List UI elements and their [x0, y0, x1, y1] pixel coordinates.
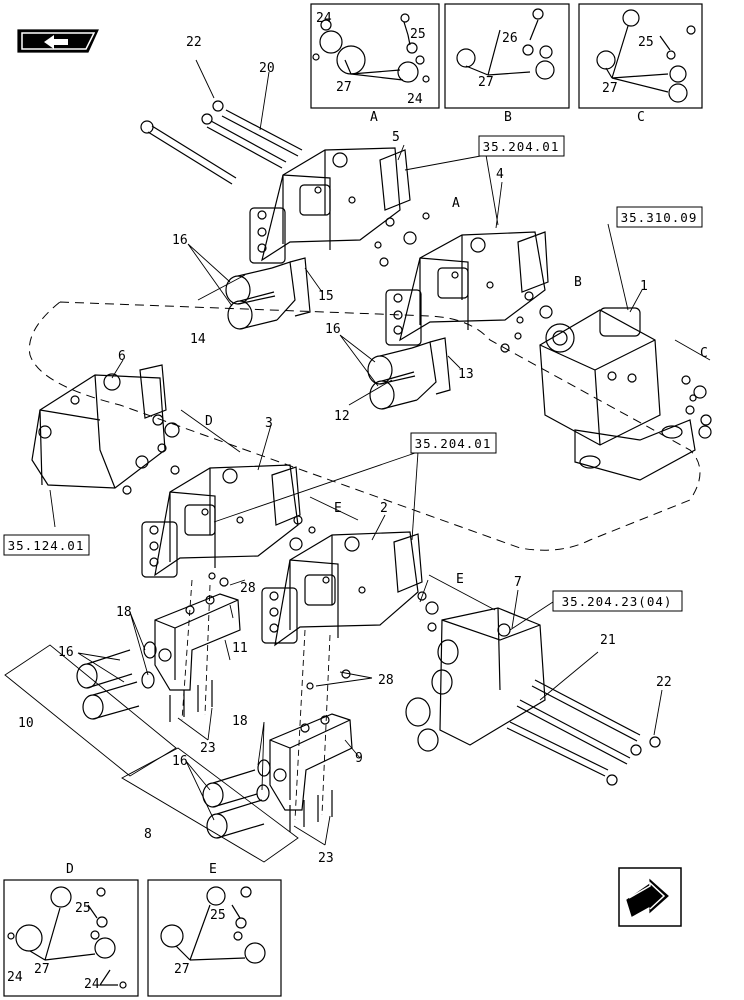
callout-7: 7 — [514, 575, 522, 590]
callout-1: 1 — [640, 279, 648, 294]
inset-C-label: C — [637, 110, 645, 125]
inset-D-n24b: 24 — [84, 977, 100, 992]
callout-18-a: 18 — [116, 605, 132, 620]
svg-text:35.124.01: 35.124.01 — [8, 538, 85, 553]
ref-box-5[interactable]: 35.204.23(04) — [552, 590, 683, 612]
inset-B-label: B — [504, 110, 512, 125]
inset-B-n26: 26 — [502, 31, 518, 46]
couplers-16-lower-left — [76, 641, 157, 720]
callout-4: 4 — [496, 167, 504, 182]
callout-labels: 1 2 3 4 5 6 7 8 9 10 11 12 13 14 15 16 1… — [18, 35, 708, 866]
callout-28-a: 28 — [240, 581, 256, 596]
inset-A-n27: 27 — [336, 80, 352, 95]
couplers-16-upper — [225, 257, 311, 330]
inset-C-n25: 25 — [638, 35, 654, 50]
ref-box-3[interactable]: 35.204.01 — [410, 432, 497, 454]
callout-16-c: 16 — [58, 645, 74, 660]
valve-section-6 — [31, 364, 167, 489]
callout-18-b: 18 — [232, 714, 248, 729]
ref-box-4[interactable]: 35.124.01 — [3, 534, 90, 556]
callout-3: 3 — [265, 416, 273, 431]
inset-C-n27: 27 — [602, 81, 618, 96]
tie-rods-21 — [506, 679, 661, 786]
svg-text:35.310.09: 35.310.09 — [621, 210, 698, 225]
couplers-16-middle — [367, 337, 451, 410]
callout-21: 21 — [600, 633, 616, 648]
svg-text:35.204.01: 35.204.01 — [415, 436, 492, 451]
callout-23-b: 23 — [318, 851, 334, 866]
callout-9: 9 — [355, 751, 363, 766]
end-cover-7 — [405, 607, 546, 752]
inset-A-n24b: 24 — [407, 92, 423, 107]
callout-6: 6 — [118, 349, 126, 364]
inset-A-n25: 25 — [410, 27, 426, 42]
inset-D-n24a: 24 — [7, 970, 23, 985]
letter-B: B — [574, 275, 582, 290]
callout-16-b: 16 — [325, 322, 341, 337]
inset-C — [578, 3, 703, 109]
arrow-right-hollow-icon — [626, 878, 669, 917]
arrow-left-book-icon — [44, 35, 68, 49]
letter-A: A — [452, 196, 460, 211]
callout-15: 15 — [318, 289, 334, 304]
leader-lines — [4, 59, 711, 863]
callout-8: 8 — [144, 827, 152, 842]
callout-28-b: 28 — [378, 673, 394, 688]
inset-D — [3, 879, 139, 997]
callout-11: 11 — [232, 641, 248, 656]
priority-valve-1 — [539, 307, 696, 481]
valve-section-3 — [141, 464, 301, 578]
letter-E-upper: E — [334, 501, 342, 516]
tie-rods-20 — [140, 100, 303, 185]
inset-E-n27: 27 — [174, 962, 190, 977]
inset-A — [310, 3, 440, 109]
callout-14: 14 — [190, 332, 206, 347]
inset-E-n25: 25 — [210, 908, 226, 923]
callout-16-a: 16 — [172, 233, 188, 248]
couplers-16-lower-right — [202, 759, 271, 839]
adapter-plate-9 — [269, 629, 353, 821]
inset-A-n24a: 24 — [316, 11, 332, 26]
screws-23 — [169, 680, 333, 832]
callout-16-d: 16 — [172, 754, 188, 769]
dashed-group-outline — [28, 301, 701, 551]
inset-D-label: D — [66, 862, 74, 877]
next-page-button[interactable] — [618, 867, 682, 927]
callout-13: 13 — [458, 367, 474, 382]
prev-page-button[interactable] — [17, 29, 99, 53]
letter-D: D — [205, 414, 213, 429]
callout-20: 20 — [259, 61, 275, 76]
inset-A-label: A — [370, 110, 378, 125]
callout-22-b: 22 — [656, 675, 672, 690]
callout-2: 2 — [380, 501, 388, 516]
inset-E — [147, 879, 282, 997]
letter-C: C — [700, 346, 708, 361]
callout-23-a: 23 — [200, 741, 216, 756]
valve-section-2 — [261, 531, 423, 647]
ref-box-1[interactable]: 35.204.01 — [478, 135, 565, 157]
callout-10: 10 — [18, 716, 34, 731]
inset-D-n27: 27 — [34, 962, 50, 977]
inset-E-label: E — [209, 862, 217, 877]
loose-orings — [122, 212, 712, 690]
adapter-plate-11 — [154, 579, 241, 721]
svg-text:35.204.23(04): 35.204.23(04) — [562, 594, 673, 609]
inset-B-n27: 27 — [478, 75, 494, 90]
inset-labels: 24 25 27 24 A 26 27 B 25 27 C D 25 27 24… — [7, 11, 654, 992]
callout-12: 12 — [334, 409, 350, 424]
letter-E-lower: E — [456, 572, 464, 587]
callout-5: 5 — [392, 130, 400, 145]
inset-D-n25: 25 — [75, 901, 91, 916]
ref-box-2[interactable]: 35.310.09 — [616, 206, 703, 228]
valve-section-5 — [249, 147, 411, 264]
valve-section-4 — [385, 231, 549, 346]
svg-text:35.204.01: 35.204.01 — [483, 139, 560, 154]
inset-B — [444, 3, 570, 109]
callout-22-a: 22 — [186, 35, 202, 50]
